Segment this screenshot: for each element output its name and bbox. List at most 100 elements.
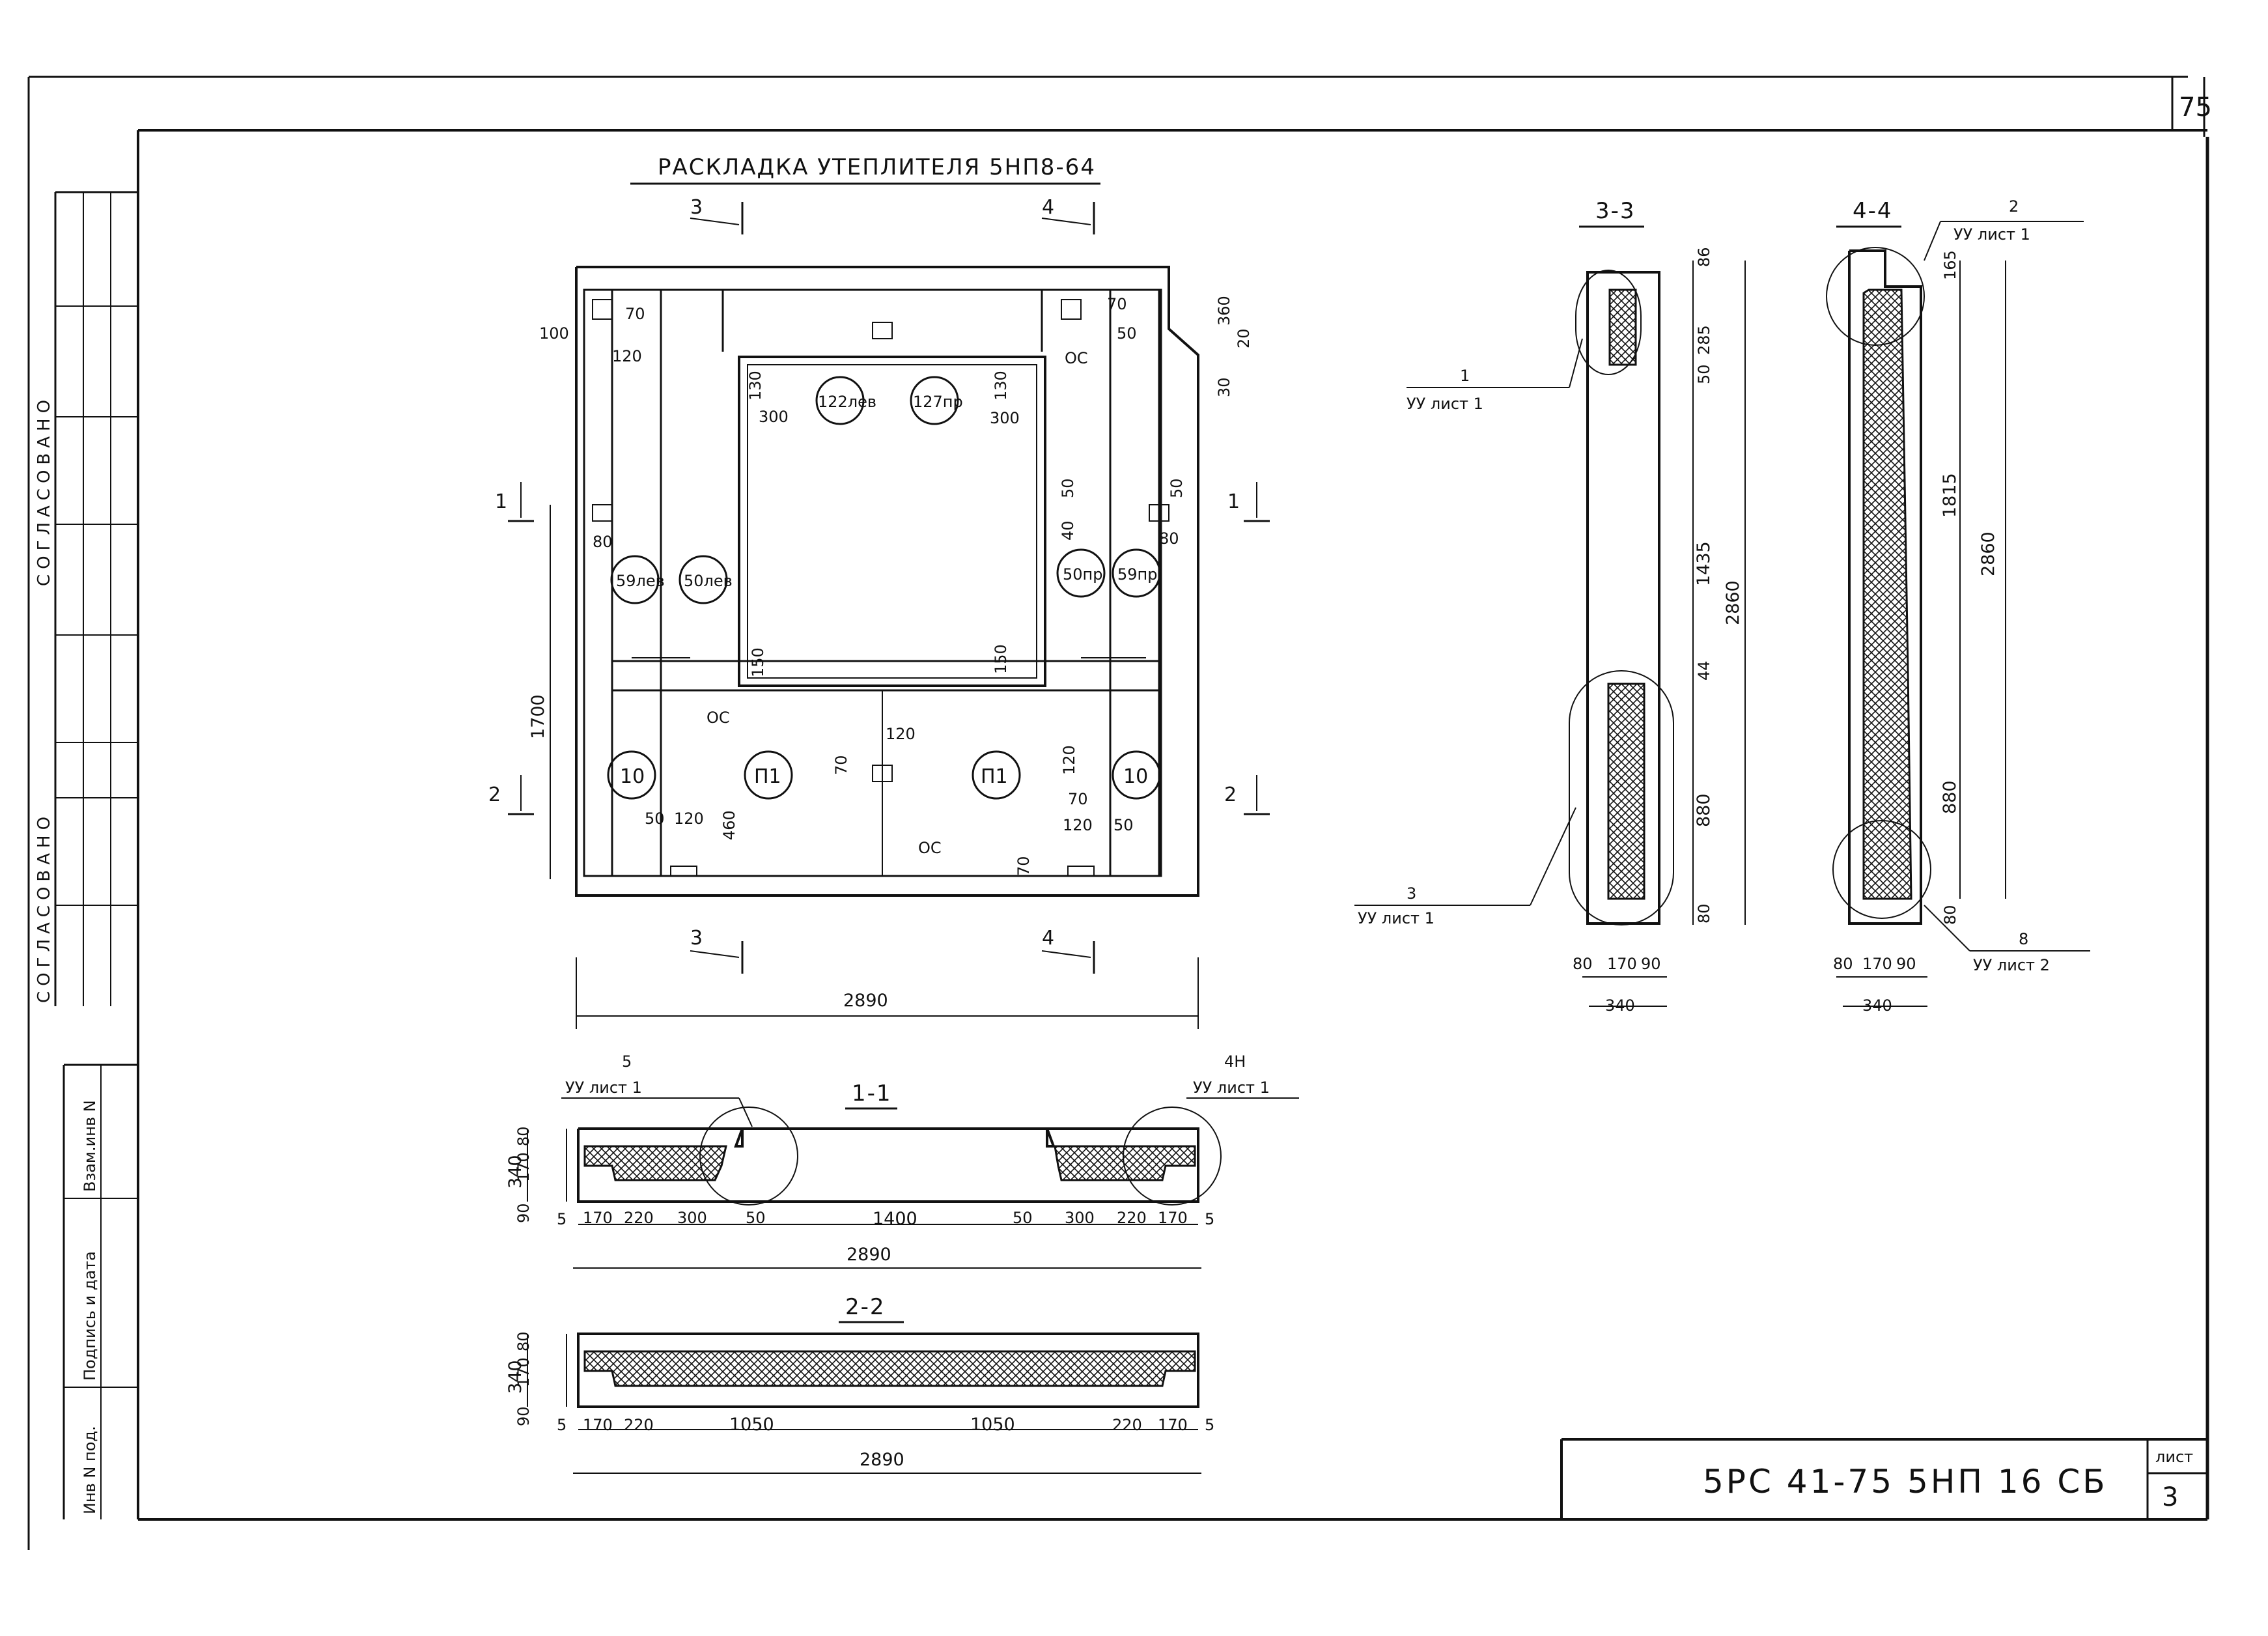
dim-120-top: 120 xyxy=(612,347,642,365)
sec11-vdim-340: 340 xyxy=(505,1155,525,1189)
sec44-vdim-1815: 1815 xyxy=(1940,473,1960,518)
marker-10-left: 10 xyxy=(620,765,645,788)
sec44-callout8-num: 8 xyxy=(2019,930,2028,948)
sec33-bdim-170: 170 xyxy=(1607,955,1637,973)
sec44-title: 4-4 xyxy=(1853,198,1893,224)
dim-300-left: 300 xyxy=(759,408,789,426)
dim-50-mid-right: 50 xyxy=(1168,478,1186,498)
stamp-inv-original: Инв N под. xyxy=(81,1426,99,1514)
sec11-hdim-50r: 50 xyxy=(1013,1209,1033,1227)
sec11-hdim-220l: 220 xyxy=(624,1209,654,1227)
sheet-number: 3 xyxy=(2162,1482,2178,1512)
sec11-callout-left-num: 5 xyxy=(622,1052,632,1071)
sec11-vdim-90: 90 xyxy=(514,1203,533,1223)
sec33-vdim-80: 80 xyxy=(1695,903,1713,924)
sec22-hdim-1050l: 1050 xyxy=(729,1415,774,1435)
section-mark-4-bottom: 4 xyxy=(1042,927,1054,950)
dim-70-bottom: 70 xyxy=(1015,856,1033,876)
sec44-callout2-num: 2 xyxy=(2009,197,2019,216)
sec22-drawing xyxy=(527,1333,1201,1474)
dim-120-bottom-left: 120 xyxy=(674,810,704,828)
marker-59-left: 59лев xyxy=(616,572,665,590)
sec11-hdim-50l: 50 xyxy=(746,1209,766,1227)
sec33-callout1-num: 1 xyxy=(1460,367,1470,385)
marker-50-left: 50лев xyxy=(684,572,733,590)
agreed-stamp-bottom: СОГЛАСОВАНО xyxy=(35,811,54,1003)
sec11-insulation-right xyxy=(1054,1145,1196,1181)
sec11-callout-right-num: 4Н xyxy=(1224,1052,1246,1071)
sec11-hdim-1400: 1400 xyxy=(873,1209,917,1229)
sec22-hdim-220r: 220 xyxy=(1112,1416,1142,1434)
dim-20: 20 xyxy=(1235,328,1253,348)
sec11-hdim-170r: 170 xyxy=(1158,1209,1188,1227)
sec33-callout1-ref: УУ лист 1 xyxy=(1407,395,1483,413)
section-mark-2-left: 2 xyxy=(488,783,501,806)
sec11-hdim-170l: 170 xyxy=(583,1209,613,1227)
sec22-hdim-1050r: 1050 xyxy=(970,1415,1015,1435)
sec33-title: 3-3 xyxy=(1595,198,1636,224)
sheet-frame xyxy=(27,76,2209,1550)
sec22-insulation xyxy=(583,1350,1196,1387)
sec44-bottom-340: 340 xyxy=(1862,996,1892,1015)
dim-100: 100 xyxy=(539,324,569,343)
dim-120-bottom-right: 120 xyxy=(1063,816,1093,834)
dim-50-mid-left: 50 xyxy=(1059,478,1077,498)
dim-2890-plan: 2890 xyxy=(843,991,888,1011)
sec33-vdim-285: 285 xyxy=(1695,325,1713,355)
sec44-vdim-165: 165 xyxy=(1941,250,1959,280)
marker-p1-left: П1 xyxy=(754,765,781,788)
sec11-insulation-left xyxy=(583,1145,727,1181)
sec33-bottom-340: 340 xyxy=(1605,996,1635,1015)
dim-130-left: 130 xyxy=(746,371,764,401)
label-oc-1: ОС xyxy=(1065,349,1088,367)
sec33-insulation-top xyxy=(1608,289,1637,366)
dim-70-top: 70 xyxy=(625,305,645,323)
sec44-bdim-80: 80 xyxy=(1833,955,1853,973)
sec22-title: 2-2 xyxy=(845,1294,886,1320)
sec33-drawing xyxy=(1354,261,1746,1007)
sec22-vdim-340: 340 xyxy=(505,1360,525,1394)
sec22-hdim-5l: 5 xyxy=(557,1416,567,1434)
sec33-vdim-44: 44 xyxy=(1695,660,1713,681)
marker-50-right: 50пр xyxy=(1063,565,1102,584)
sec22-hdim-170l: 170 xyxy=(583,1416,613,1434)
sec22-hdim-170r: 170 xyxy=(1158,1416,1188,1434)
dim-30: 30 xyxy=(1215,377,1233,397)
sec33-vdim-50: 50 xyxy=(1695,364,1713,384)
series-number: 75 xyxy=(2179,92,2212,122)
sec11-hdim-5l: 5 xyxy=(557,1210,567,1228)
agreed-stamp-top: СОГЛАСОВАНО xyxy=(35,395,54,586)
dim-120-mid: 120 xyxy=(886,725,916,743)
sec44-callout2-ref: УУ лист 1 xyxy=(1953,225,2030,244)
dim-80-right: 80 xyxy=(1159,529,1179,548)
plan-view xyxy=(508,202,1270,1029)
dim-40: 40 xyxy=(1059,520,1077,541)
dim-360: 360 xyxy=(1215,296,1233,326)
sec22-hdim-5r: 5 xyxy=(1205,1416,1214,1434)
sec33-vdim-1435: 1435 xyxy=(1694,541,1714,586)
sec44-vdim-80: 80 xyxy=(1941,905,1959,925)
sec33-callout3-num: 3 xyxy=(1407,884,1416,903)
sec22-vdim-170: 170 xyxy=(514,1357,533,1387)
dim-70-right-mid: 70 xyxy=(1068,790,1088,808)
label-oc-2: ОС xyxy=(707,709,730,727)
sec33-vdim-880: 880 xyxy=(1694,793,1714,827)
sec33-total-2860: 2860 xyxy=(1723,580,1743,625)
sec11-vdim-80: 80 xyxy=(514,1126,533,1146)
sec44-bdim-170: 170 xyxy=(1862,955,1892,973)
section-mark-2-right: 2 xyxy=(1224,783,1237,806)
sec44-total-2860: 2860 xyxy=(1978,531,1998,576)
marker-59-right: 59пр xyxy=(1117,565,1157,584)
dim-300-right: 300 xyxy=(990,409,1020,427)
sec22-vdim-80: 80 xyxy=(514,1331,533,1351)
sec44-vdim-880: 880 xyxy=(1940,780,1960,814)
dim-460: 460 xyxy=(720,810,738,840)
dim-50-bottom-right: 50 xyxy=(1113,816,1134,834)
side-stamp-strip xyxy=(54,191,138,1519)
sec11-callout-right-ref: УУ лист 1 xyxy=(1193,1079,1270,1097)
dim-150-right: 150 xyxy=(992,644,1010,674)
sec11-hdim-300r: 300 xyxy=(1065,1209,1095,1227)
sec11-hdim-5r: 5 xyxy=(1205,1210,1214,1228)
marker-122-left: 122лев xyxy=(818,393,876,411)
section-mark-3-top: 3 xyxy=(690,196,703,219)
